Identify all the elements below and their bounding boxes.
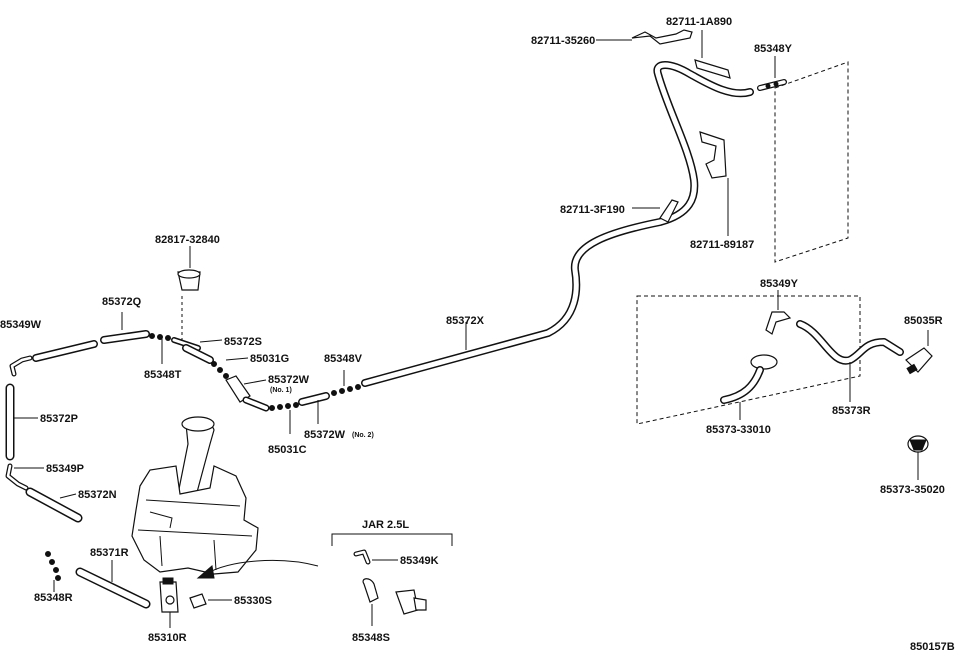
- label-85348T: 85348T: [144, 369, 182, 381]
- label-jar-2-5l: JAR 2.5L: [362, 519, 409, 531]
- check-valve-85372W-1: [225, 375, 270, 412]
- clamp-82711-1A890: [694, 59, 731, 79]
- label-85349K: 85349K: [400, 555, 439, 567]
- label-85031C: 85031C: [268, 444, 307, 456]
- clip-82817-32840: [177, 269, 201, 291]
- label-85372X: 85372X: [446, 315, 485, 327]
- hose-85372S: [171, 337, 201, 351]
- label-85372S: 85372S: [224, 336, 262, 348]
- label-85348S: 85348S: [352, 632, 390, 644]
- hose-85372X: [361, 61, 754, 387]
- label-85372N: 85372N: [78, 489, 117, 501]
- label-85035R: 85035R: [904, 315, 943, 327]
- grommet-85330S: [189, 593, 232, 609]
- label-85373-33010: 85373-33010: [706, 424, 771, 436]
- lower-group-outline: [636, 295, 861, 425]
- label-no1: (No. 1): [270, 387, 292, 394]
- label-85348Y: 85348Y: [754, 43, 793, 55]
- label-85330S: 85330S: [234, 595, 272, 607]
- label-85349Y: 85349Y: [760, 278, 799, 290]
- label-85349W: 85349W: [0, 319, 42, 331]
- label-82817-32840: 82817-32840: [155, 234, 220, 246]
- hose-85372S-2: [182, 344, 214, 364]
- nozzle-85349Y: [765, 290, 792, 335]
- jar-group: [331, 533, 453, 626]
- label-85372P: 85372P: [40, 413, 78, 425]
- joint-85348V: [331, 384, 361, 396]
- clamp-82711-89187: [699, 131, 727, 179]
- pump-85310R: [159, 577, 179, 628]
- label-85372Q: 85372Q: [102, 296, 142, 308]
- label-85373R: 85373R: [832, 405, 871, 417]
- washer-tank: [131, 416, 259, 575]
- joint-85031C: [269, 402, 299, 411]
- clamp-82711-35260: [631, 29, 693, 45]
- label-85373-35020: 85373-35020: [880, 484, 945, 496]
- joint-85031G: [211, 361, 229, 379]
- label-no2: (No. 2): [352, 432, 374, 439]
- label-85031G: 85031G: [250, 353, 289, 365]
- joint-85349P: [5, 463, 29, 491]
- label-85348R: 85348R: [34, 592, 73, 604]
- clamp-82711-3F190: [659, 199, 679, 223]
- hose-85372W-2: [298, 392, 330, 406]
- hose-85372Q: [32, 330, 150, 362]
- label-85349P: 85349P: [46, 463, 84, 475]
- label-82711-89187: 82711-89187: [690, 239, 754, 251]
- label-85371R: 85371R: [90, 547, 129, 559]
- figure-id: 850157B: [910, 641, 955, 653]
- hose-85372N: [25, 487, 83, 523]
- joints-85348T: [149, 333, 171, 364]
- hose-85373R: [796, 320, 904, 402]
- label-85348V: 85348V: [324, 353, 363, 365]
- joint-85348R: [45, 551, 61, 592]
- jar-arrow: [196, 559, 319, 579]
- joint-85348Y: [757, 79, 787, 91]
- label-85310R: 85310R: [148, 632, 187, 644]
- label-82711-35260: 82711-35260: [531, 35, 595, 47]
- grommet-85373-35020: [907, 435, 929, 480]
- label-82711-3F190: 82711-3F190: [560, 204, 625, 216]
- joint-85349W: [9, 355, 33, 377]
- upper-group-outline: [774, 61, 849, 263]
- nozzle-85035R: [905, 330, 933, 375]
- label-85372W-2: 85372W: [304, 429, 346, 441]
- hose-85373-33010: [720, 354, 778, 420]
- label-85372W-1: 85372W: [268, 374, 310, 386]
- label-82711-1A890: 82711-1A890: [666, 16, 732, 28]
- hose-85371R: [75, 567, 151, 609]
